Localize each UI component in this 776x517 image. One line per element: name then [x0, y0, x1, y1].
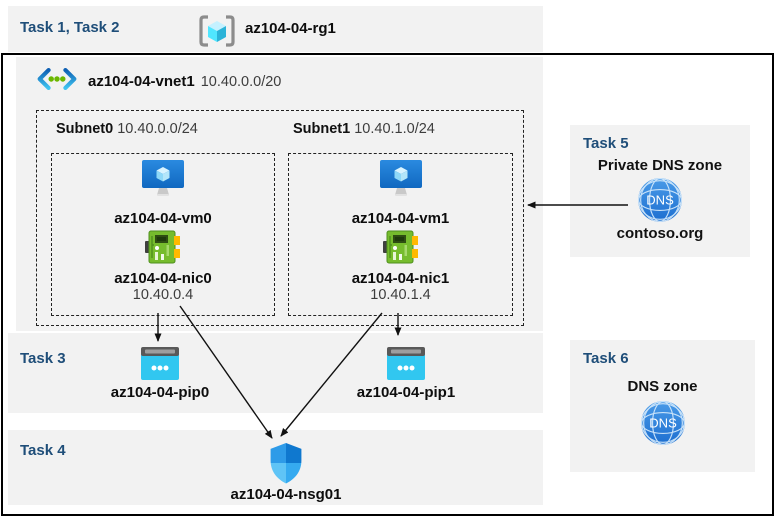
nic1-private-ip: 10.40.1.4: [370, 287, 431, 303]
nsg-group: az104-04-nsg01: [216, 442, 356, 503]
vnet-header: az104-04-vnet1 10.40.0.0/20: [36, 67, 281, 96]
task3-band: Task 3 az104-04-pip0 az104-04-pip1: [8, 333, 543, 413]
private-dns-zone-title: Private DNS zone: [597, 157, 723, 174]
dns-zone-title: DNS zone: [627, 378, 698, 395]
nic0-private-ip: 10.40.0.4: [132, 287, 194, 303]
svg-text:DNS: DNS: [649, 416, 677, 431]
nsg-name: az104-04-nsg01: [230, 486, 342, 503]
private-dns-zone-group: Private DNS zone DNS contoso.org: [570, 157, 750, 242]
vnet-panel: az104-04-vnet1 10.40.0.0/20 Subnet0 10.4…: [16, 57, 543, 331]
nic1-name: az104-04-nic1: [351, 270, 450, 287]
resource-group-name: az104-04-rg1: [245, 20, 336, 37]
pip0-name: az104-04-pip0: [110, 384, 210, 401]
dns-icon: DNS: [640, 400, 685, 446]
subnet0-label: Subnet0 10.40.0.0/24: [56, 121, 198, 137]
network-interface-icon: [382, 230, 419, 269]
task4-label: Task 4: [20, 442, 66, 459]
subnet1-box: az104-04-vm1: [288, 153, 513, 316]
network-interface-icon: [145, 230, 181, 269]
virtual-network-icon: [36, 67, 78, 96]
task3-label: Task 3: [20, 350, 66, 367]
public-ip0-group: az104-04-pip0: [85, 347, 235, 401]
vnet-cidr: 10.40.0.0/20: [200, 73, 282, 90]
virtual-machine-icon: [379, 160, 423, 205]
dns-icon: DNS: [637, 177, 683, 223]
task5-label: Task 5: [583, 135, 629, 152]
subnet1-name: Subnet1: [293, 121, 351, 137]
task6-panel: Task 6 DNS zone DNS: [570, 340, 755, 472]
pip1-name: az104-04-pip1: [356, 384, 456, 401]
subnets-wrapper-box: Subnet0 10.40.0.0/24 Subnet1 10.40.1.0/2…: [36, 110, 524, 326]
vm0-name: az104-04-vm0: [114, 210, 212, 227]
public-ip-icon: [141, 347, 179, 380]
subnet0-cidr: 10.40.0.0/24: [117, 121, 198, 137]
vm1-name: az104-04-vm1: [351, 210, 450, 227]
private-dns-zone-name: contoso.org: [616, 225, 704, 242]
subnet1-cidr: 10.40.1.0/24: [354, 121, 435, 137]
subnet0-box: az104-04-vm0: [51, 153, 275, 316]
subnet1-label: Subnet1 10.40.1.0/24: [293, 121, 435, 137]
nsg-shield-icon: [270, 443, 302, 484]
task6-label: Task 6: [583, 350, 629, 367]
public-ip-icon: [387, 347, 425, 380]
task4-band: Task 4 az104-04-nsg01: [8, 430, 543, 505]
svg-text:DNS: DNS: [646, 193, 674, 208]
public-ip1-group: az104-04-pip1: [331, 347, 481, 401]
task1-task2-label: Task 1, Task 2: [20, 19, 120, 36]
nic0-name: az104-04-nic0: [114, 270, 212, 287]
resource-group-icon: [197, 13, 237, 54]
task5-panel: Task 5 Private DNS zone DNS contoso.org: [570, 125, 750, 257]
dns-zone-group: DNS zone DNS: [570, 378, 755, 446]
vnet-name: az104-04-vnet1: [88, 73, 195, 90]
task1-task2-band: Task 1, Task 2 az104-04-rg1: [8, 6, 543, 52]
virtual-machine-icon: [141, 160, 185, 205]
subnet0-name: Subnet0: [56, 121, 114, 137]
